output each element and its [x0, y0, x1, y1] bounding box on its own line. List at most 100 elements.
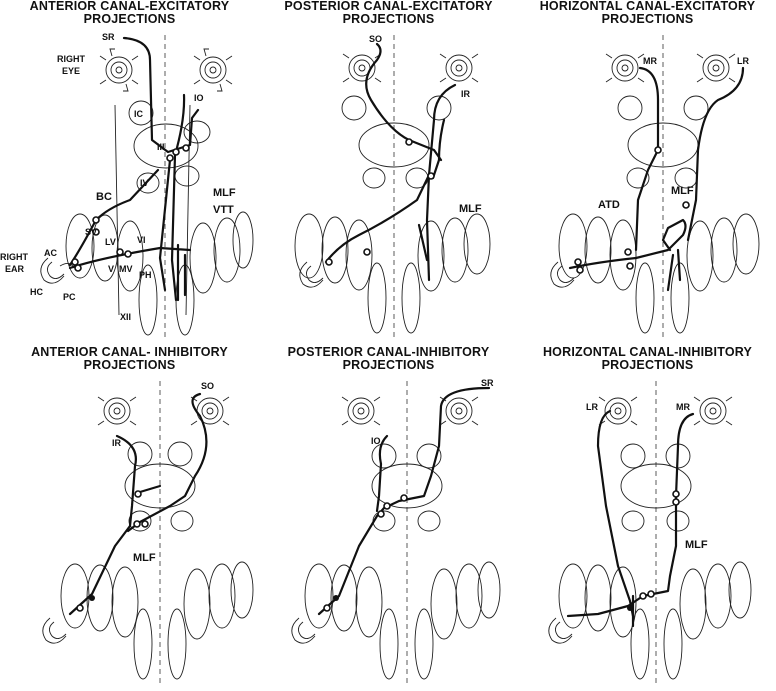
- title-line-2: PROJECTIONS: [601, 12, 694, 26]
- label-lr: LR: [586, 402, 598, 412]
- eye-left: [696, 53, 736, 83]
- label-ir: IR: [112, 438, 122, 448]
- ear: [291, 617, 316, 644]
- eye-right: [598, 396, 638, 426]
- neural-pathways: [324, 42, 457, 282]
- label-hc: HC: [30, 287, 43, 297]
- eye-right: [97, 396, 137, 426]
- eye-right: [342, 53, 382, 83]
- neuron-nodes: [323, 494, 408, 612]
- title-line-1: HORIZONTAL CANAL-INHIBITORY: [542, 345, 753, 359]
- structure-labels: MR LR ATD MLF: [598, 56, 749, 211]
- eye-left: [193, 48, 233, 92]
- structure-labels: SO IR MLF: [112, 381, 214, 564]
- title-line-2: PROJECTIONS: [342, 358, 435, 372]
- label-pc: PC: [63, 292, 76, 302]
- label-sr: SR: [481, 378, 494, 388]
- neuron-nodes: [71, 144, 190, 272]
- diagram-horizontal-inhibitory: LR MR MLF: [548, 381, 752, 686]
- label-iii: III: [157, 142, 165, 152]
- structure-labels: SR IO: [371, 378, 494, 446]
- neuron-nodes: [627, 490, 680, 611]
- label-so: SO: [369, 34, 382, 44]
- title-line-2: PROJECTIONS: [601, 358, 694, 372]
- diagram-horizontal-excitatory: MR LR ATD MLF: [550, 35, 760, 340]
- label-mlf: MLF: [133, 552, 156, 564]
- eye-left: [693, 396, 733, 426]
- eye-left: [439, 396, 479, 426]
- label-xii: XII: [120, 312, 131, 322]
- label-right-ear-2: EAR: [5, 264, 25, 274]
- label-vtt: VTT: [213, 204, 234, 216]
- eye-right: [341, 396, 381, 426]
- diagram-anterior-inhibitory: SO IR MLF: [42, 381, 254, 686]
- neural-pathways: [568, 66, 745, 292]
- brainstem-outline: [60, 381, 254, 686]
- label-right-eye-2: EYE: [62, 66, 80, 76]
- label-bc: BC: [96, 191, 112, 203]
- title-line-2: PROJECTIONS: [342, 12, 435, 26]
- label-mr: MR: [643, 56, 657, 66]
- title-line-2: PROJECTIONS: [83, 12, 176, 26]
- label-right-eye-1: RIGHT: [57, 54, 86, 64]
- brainstem-outline: [304, 381, 501, 686]
- eye-left: [439, 53, 479, 83]
- label-lr: LR: [737, 56, 749, 66]
- title-line-2: PROJECTIONS: [83, 358, 176, 372]
- ear: [548, 617, 573, 644]
- label-mlf: MLF: [685, 539, 708, 551]
- label-lv: LV: [105, 237, 116, 247]
- title-line-1: ANTERIOR CANAL- INHIBITORY: [31, 345, 228, 359]
- diagram-anterior-excitatory: SR RIGHT EYE IO IC III IV BC MLF VTT SV …: [0, 32, 254, 340]
- eye-right: [99, 48, 139, 92]
- title-line-1: POSTERIOR CANAL-EXCITATORY: [284, 0, 493, 13]
- label-so: SO: [201, 381, 214, 391]
- label-iv: IV: [140, 178, 149, 188]
- label-sr: SR: [102, 32, 115, 42]
- title-line-1: ANTERIOR CANAL-EXCITATORY: [29, 0, 230, 13]
- brainstem-outline: [558, 35, 760, 340]
- neuron-nodes: [325, 138, 435, 266]
- label-mlf: MLF: [213, 187, 236, 199]
- brainstem-outline: [294, 35, 491, 340]
- label-vi: VI: [137, 235, 146, 245]
- diagram-posterior-excitatory: SO IR MLF: [294, 34, 491, 340]
- structure-labels: LR MR MLF: [586, 402, 708, 551]
- brainstem-outline: [558, 381, 752, 686]
- diagram-posterior-inhibitory: SR IO: [291, 378, 501, 686]
- neuron-nodes: [76, 490, 149, 612]
- label-atd: ATD: [598, 199, 620, 211]
- label-ac: AC: [44, 248, 57, 258]
- title-line-1: HORIZONTAL CANAL-EXCITATORY: [539, 0, 756, 13]
- label-sv: SV: [85, 227, 97, 237]
- ear: [40, 257, 75, 284]
- label-io: IO: [371, 436, 381, 446]
- ear: [42, 617, 67, 644]
- label-v: V: [108, 264, 114, 274]
- title-line-1: POSTERIOR CANAL-INHIBITORY: [287, 345, 490, 359]
- ear: [550, 261, 575, 288]
- neuron-nodes: [574, 146, 690, 274]
- label-mr: MR: [676, 402, 690, 412]
- label-ir: IR: [461, 89, 471, 99]
- label-ph: PH: [139, 270, 152, 280]
- label-mlf: MLF: [671, 185, 694, 197]
- brainstem-outline: [65, 35, 254, 340]
- structure-labels: SR RIGHT EYE IO IC III IV BC MLF VTT SV …: [0, 32, 236, 322]
- neural-pathways: [68, 392, 208, 616]
- eye-right: [605, 53, 645, 83]
- label-mlf: MLF: [459, 203, 482, 215]
- label-mv: MV: [119, 264, 133, 274]
